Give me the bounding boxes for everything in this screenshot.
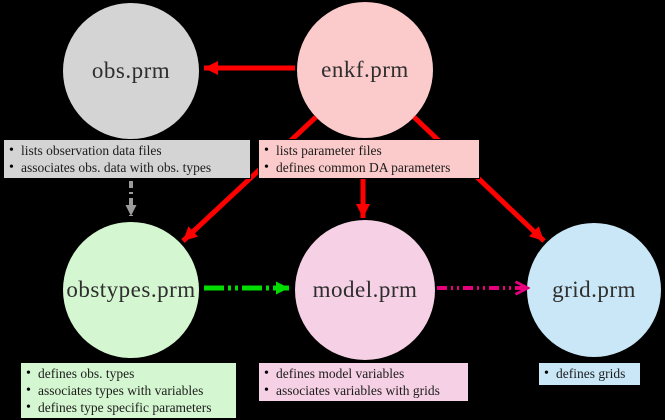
edge-enkf-to-obstypes-arrow xyxy=(181,115,318,243)
note-model-item-2: associates variables with grids xyxy=(263,382,462,399)
node-obstypes-prm: obstypes.prm xyxy=(63,222,199,358)
note-obstypes-item-1: defines obs. types xyxy=(25,365,230,382)
note-obstypes: defines obs. types associates types with… xyxy=(20,362,237,419)
node-model-prm-label: model.prm xyxy=(312,277,418,302)
node-enkf-prm: enkf.prm xyxy=(297,2,433,138)
node-model-prm: model.prm xyxy=(295,220,435,360)
node-obs-prm-label: obs.prm xyxy=(91,58,171,83)
node-obs-prm: obs.prm xyxy=(63,3,199,139)
node-obstypes-prm-label: obstypes.prm xyxy=(66,277,196,302)
note-grid-item-1: defines grids xyxy=(543,365,634,382)
note-obs-item-1: lists observation data files xyxy=(8,142,244,159)
note-model: defines model variables associates varia… xyxy=(258,362,469,402)
note-obstypes-item-2: associates types with variables xyxy=(25,382,230,399)
note-obs: lists observation data files associates … xyxy=(3,139,251,179)
note-enkf-item-1: lists parameter files xyxy=(263,142,473,159)
edge-enkf-to-grid-arrow xyxy=(412,115,546,243)
note-enkf-item-2: defines common DA parameters xyxy=(263,159,473,176)
note-model-item-1: defines model variables xyxy=(263,365,462,382)
note-enkf: lists parameter files defines common DA … xyxy=(258,139,480,179)
note-obs-item-2: associates obs. data with obs. types xyxy=(8,159,244,176)
node-grid-prm-label: grid.prm xyxy=(552,277,636,302)
node-grid-prm: grid.prm xyxy=(527,223,661,357)
node-enkf-prm-label: enkf.prm xyxy=(321,57,409,82)
note-obstypes-item-3: defines type specific parameters xyxy=(25,399,230,416)
note-grid: defines grids xyxy=(538,362,641,386)
